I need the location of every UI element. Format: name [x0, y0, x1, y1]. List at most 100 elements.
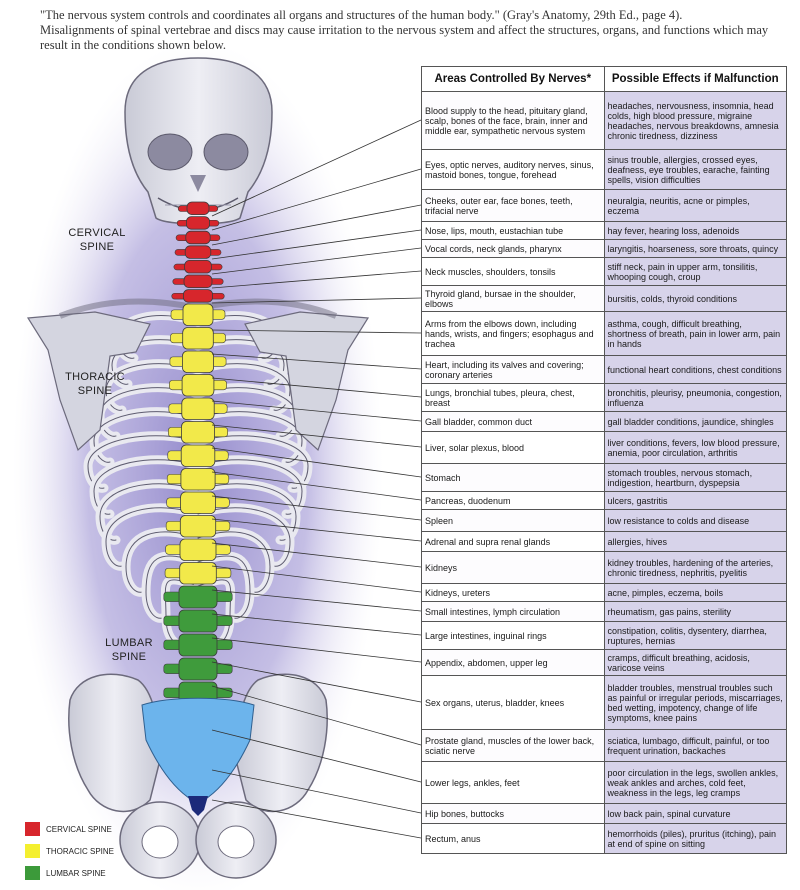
cervical-vertebra	[177, 201, 219, 216]
area-cell: Pancreas, duodenum	[421, 491, 605, 510]
skull	[124, 57, 273, 225]
effect-cell: constipation, colitis, dysentery, diarrh…	[603, 621, 787, 650]
rib-outline	[145, 555, 199, 619]
thoracic-vertebra	[168, 421, 229, 444]
effect-cell: headaches, nervousness, insomnia, head c…	[603, 91, 787, 150]
table-row: Lungs, bronchial tubes, pleura, chest, b…	[421, 383, 787, 412]
leader-line	[211, 495, 422, 521]
leader-line	[211, 661, 422, 703]
area-cell: Lower legs, ankles, feet	[421, 761, 605, 804]
leader-line	[211, 400, 422, 422]
header-effects: Possible Effects if Malfunction	[603, 66, 787, 92]
thoracic-vertebra	[170, 303, 226, 326]
legend-swatch-thoracic	[25, 844, 40, 858]
leader-line	[211, 637, 422, 663]
leader-line	[211, 377, 422, 398]
leader-line	[211, 799, 422, 839]
leader-line	[211, 229, 422, 260]
effect-cell: kidney troubles, hardening of the arteri…	[603, 551, 787, 584]
thoracic-vertebra	[169, 350, 227, 373]
lumbar-vertebra	[163, 585, 233, 609]
table-row: Eyes, optic nerves, auditory nerves, sin…	[421, 149, 787, 190]
rib-outline	[197, 363, 291, 411]
effect-cell: stomach troubles, nervous stomach, indig…	[603, 463, 787, 492]
rib-outline	[111, 339, 199, 385]
leader-line	[211, 542, 422, 568]
leader-lines	[211, 119, 422, 839]
thoracic-vertebra	[169, 374, 227, 397]
area-cell: Stomach	[421, 463, 605, 492]
area-cell: Gall bladder, common duct	[421, 411, 605, 432]
lumbar-vertebra	[163, 609, 233, 633]
intro-quote: "The nervous system controls and coordin…	[40, 8, 683, 22]
area-cell: Nose, lips, mouth, eustachian tube	[421, 221, 605, 240]
legend-item-cervical: CERVICAL SPINE	[25, 818, 114, 840]
legend-label-lumbar: LUMBAR SPINE	[46, 868, 106, 878]
area-cell: Lungs, bronchial tubes, pleura, chest, b…	[421, 383, 605, 412]
leader-line	[211, 119, 422, 217]
table-row: Thyroid gland, bursae in the shoulder, e…	[421, 285, 787, 312]
effect-cell: asthma, cough, difficult breathing, shor…	[603, 311, 787, 356]
thoracic-vertebra	[166, 468, 230, 491]
effect-cell: liver conditions, fevers, low blood pres…	[603, 431, 787, 464]
area-cell: Hip bones, buttocks	[421, 803, 605, 824]
leader-line	[211, 769, 422, 814]
thoracic-vertebra	[168, 397, 228, 420]
header-areas: Areas Controlled By Nerves*	[421, 66, 605, 92]
pelvis	[68, 673, 328, 879]
leader-line	[211, 204, 422, 246]
rib-outline	[105, 507, 199, 567]
legend-item-thoracic: THORACIC SPINE	[25, 840, 114, 862]
leader-line	[211, 685, 422, 746]
thoracic-vertebra	[167, 444, 229, 467]
area-cell: Thyroid gland, bursae in the shoulder, e…	[421, 285, 605, 312]
rib-cage	[83, 311, 313, 649]
thoracic-vertebra	[170, 327, 226, 350]
effect-cell: neuralgia, neuritis, acne or pimples, ec…	[603, 189, 787, 222]
area-cell: Eyes, optic nerves, auditory nerves, sin…	[421, 149, 605, 190]
area-cell: Appendix, abdomen, upper leg	[421, 649, 605, 676]
effect-cell: ulcers, gastritis	[603, 491, 787, 510]
rib-outline	[197, 339, 285, 385]
table-row: Heart, including its valves and covering…	[421, 355, 787, 384]
effect-cell: allergies, hives	[603, 531, 787, 552]
area-cell: Spleen	[421, 509, 605, 532]
leader-line	[211, 729, 422, 783]
intro-description: Misalignments of spinal vertebrae and di…	[40, 23, 769, 52]
leader-line	[211, 329, 422, 334]
legend-item-lumbar: LUMBAR SPINE	[25, 862, 114, 884]
area-cell: Rectum, anus	[421, 823, 605, 854]
lumbar-vertebra	[163, 657, 233, 681]
area-cell: Neck muscles, shoulders, tonsils	[421, 257, 605, 286]
area-cell: Prostate gland, muscles of the lower bac…	[421, 729, 605, 762]
leader-line	[211, 247, 422, 275]
effect-cell: sciatica, lumbago, difficult, painful, o…	[603, 729, 787, 762]
area-cell: Sex organs, uterus, bladder, knees	[421, 675, 605, 730]
cervical-spine-label: CERVICAL SPINE	[68, 227, 126, 253]
leader-line	[211, 589, 422, 612]
leader-line	[211, 565, 422, 593]
cervical-vertebra	[173, 259, 223, 274]
rib-outline	[197, 555, 251, 619]
effect-cell: bursitis, colds, thyroid conditions	[603, 285, 787, 312]
effect-cell: laryngitis, hoarseness, sore throats, qu…	[603, 239, 787, 258]
legend-swatch-cervical	[25, 822, 40, 836]
nerve-effects-table: Areas Controlled By Nerves* Possible Eff…	[421, 66, 787, 854]
thoracic-vertebra	[165, 515, 231, 538]
table-row: Blood supply to the head, pituitary glan…	[421, 91, 787, 150]
effect-cell: acne, pimples, eczema, boils	[603, 583, 787, 602]
